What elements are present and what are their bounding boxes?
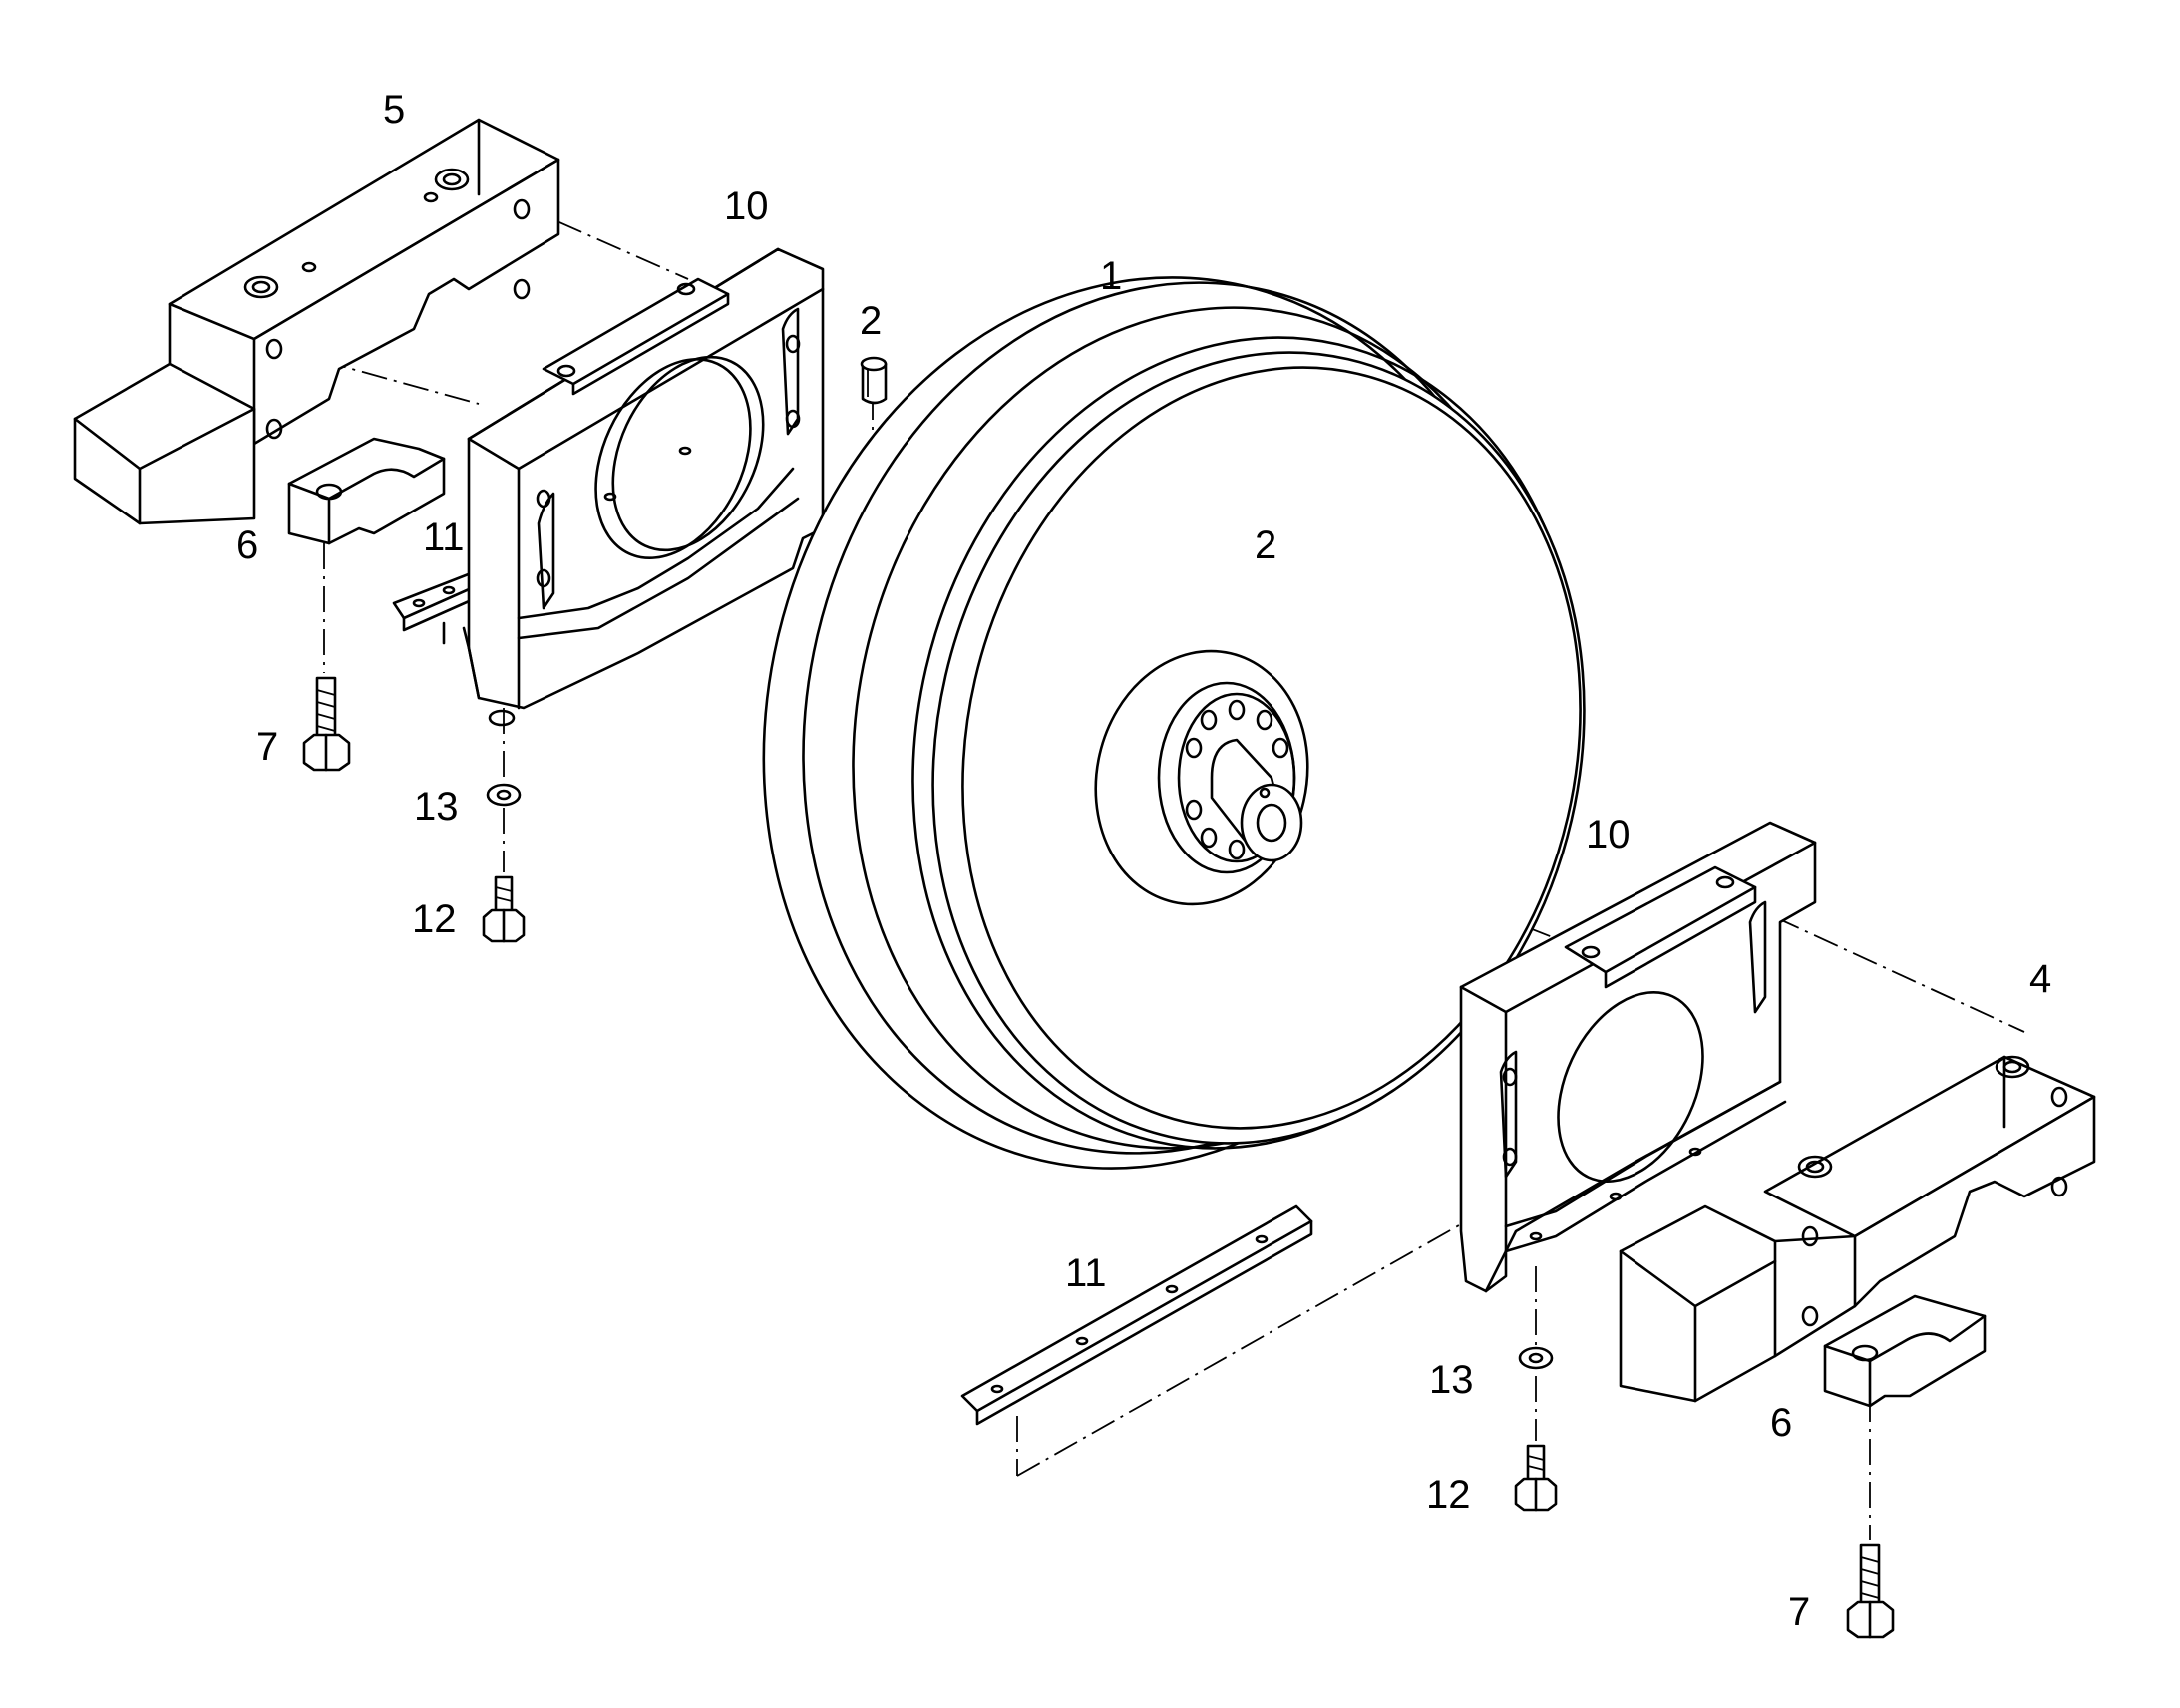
part-10-bearing-housing-right — [1459, 821, 1817, 1293]
part-4-guide-bracket-right — [1619, 1055, 2096, 1403]
callout-10-left: 10 — [724, 184, 769, 228]
callout-12-left: 12 — [412, 897, 457, 941]
callout-1: 1 — [1100, 254, 1122, 298]
part-12-bolt-left — [482, 875, 526, 943]
part-1-idler-wheel — [762, 276, 1586, 1170]
part-5-guide-bracket-left — [73, 118, 560, 525]
callout-10-right: 10 — [1586, 813, 1631, 856]
part-13-washer-left — [486, 783, 522, 807]
callout-2-center: 2 — [1255, 523, 1276, 567]
part-13-washer-right — [1518, 1346, 1554, 1370]
callout-6-right: 6 — [1770, 1401, 1792, 1445]
part-12-bolt-right — [1514, 1444, 1558, 1512]
callout-5: 5 — [383, 88, 405, 132]
part-10-bearing-housing-left — [462, 247, 825, 727]
callout-11-right: 11 — [1065, 1251, 1107, 1295]
hub-bolt-holes — [1185, 699, 1289, 860]
callout-13-right: 13 — [1429, 1358, 1474, 1402]
callout-12-right: 12 — [1426, 1473, 1471, 1517]
part-6-cap-left — [287, 437, 446, 545]
callout-7-left: 7 — [256, 725, 278, 769]
part-2-pin-upper — [860, 356, 888, 405]
part-7-bolt-left — [302, 676, 351, 772]
callout-11-left: 11 — [423, 515, 465, 559]
part-6-cap-right — [1823, 1294, 1987, 1408]
part-11-rail-right — [960, 1204, 1313, 1426]
callout-6-left: 6 — [236, 523, 258, 567]
callout-7-right: 7 — [1788, 1590, 1810, 1634]
callout-4: 4 — [2029, 957, 2051, 1001]
callout-13-left: 13 — [414, 785, 459, 829]
callout-labels: 1 2 2 4 5 6 6 7 7 10 10 11 11 12 12 13 1… — [236, 88, 2051, 1634]
part-7-bolt-right — [1846, 1543, 1895, 1639]
callout-2-upper: 2 — [860, 299, 882, 343]
